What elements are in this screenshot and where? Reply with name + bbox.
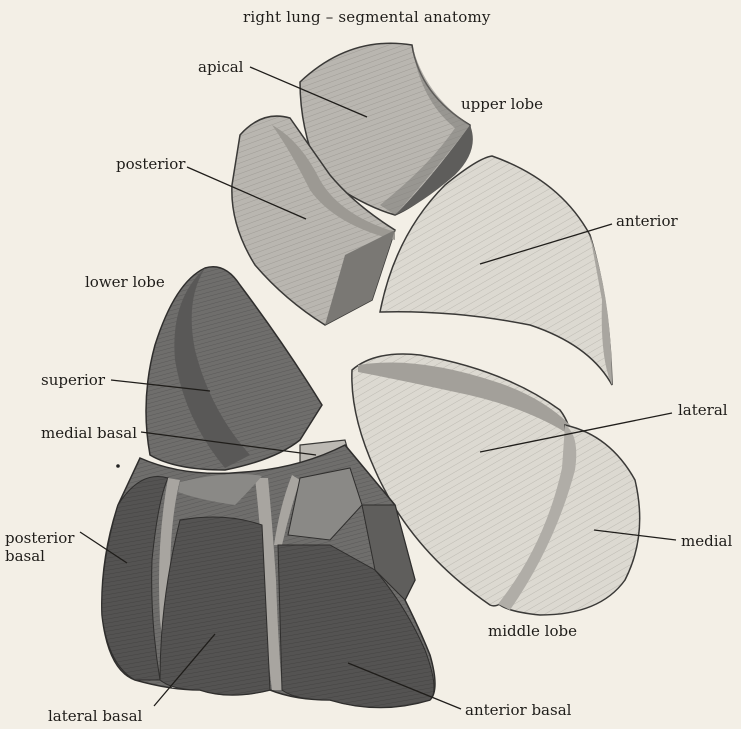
label-superior: superior [41,371,105,389]
label-middle-lobe: middle lobe [488,622,577,640]
label-anterior-basal: anterior basal [465,701,571,719]
label-anterior: anterior [616,212,678,230]
ink-dot [116,464,120,468]
label-upper-lobe: upper lobe [461,95,543,113]
diagram-title: right lung – segmental anatomy [243,8,491,26]
label-medial: medial [681,532,732,550]
label-lateral: lateral [678,401,728,419]
label-medial-basal: medial basal [41,424,137,442]
label-apical: apical [198,58,243,76]
upper-lobe-group [232,43,612,385]
label-lower-lobe: lower lobe [85,273,165,291]
label-lateral-basal: lateral basal [48,707,142,725]
label-posterior: posterior [116,155,185,173]
label-posterior-basal-line2: basal [5,547,45,565]
label-posterior-basal-line1: posterior [5,529,74,547]
